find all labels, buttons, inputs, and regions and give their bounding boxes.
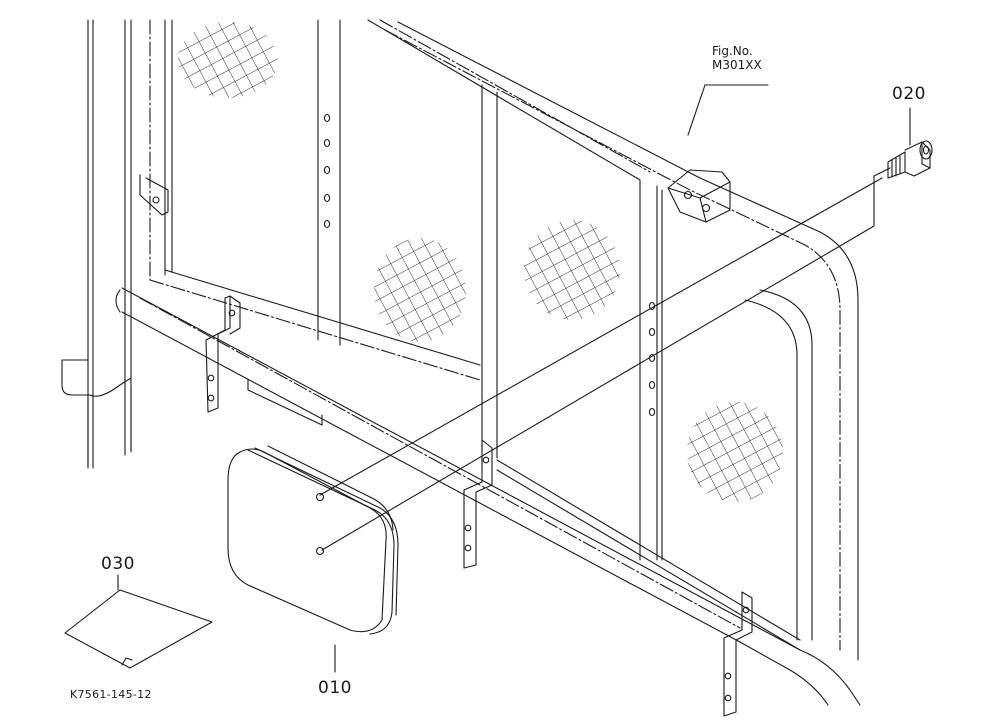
strap-brackets — [139, 174, 753, 717]
explosion-leader-lines — [117, 84, 911, 673]
guard-tube-rail — [115, 287, 861, 706]
figure-reference: Fig.No. M301XX — [712, 44, 762, 72]
drawing-code: K7561-145-12 — [70, 688, 152, 701]
figure-reference-line1: Fig.No. — [712, 44, 753, 58]
work-lamp-010 — [227, 445, 399, 635]
upper-mount-bracket — [667, 169, 731, 223]
part-number-020[interactable]: 020 — [892, 84, 926, 104]
label-030 — [64, 589, 213, 669]
part-number-010[interactable]: 010 — [318, 678, 352, 698]
mesh-panels — [178, 22, 783, 502]
part-number-030[interactable]: 030 — [101, 554, 135, 574]
screw-020 — [887, 140, 933, 179]
upright-holes — [323, 113, 656, 417]
left-frame-post — [61, 19, 132, 469]
cab-panel-frame — [149, 19, 859, 661]
figure-reference-line2: M301XX — [712, 58, 762, 72]
